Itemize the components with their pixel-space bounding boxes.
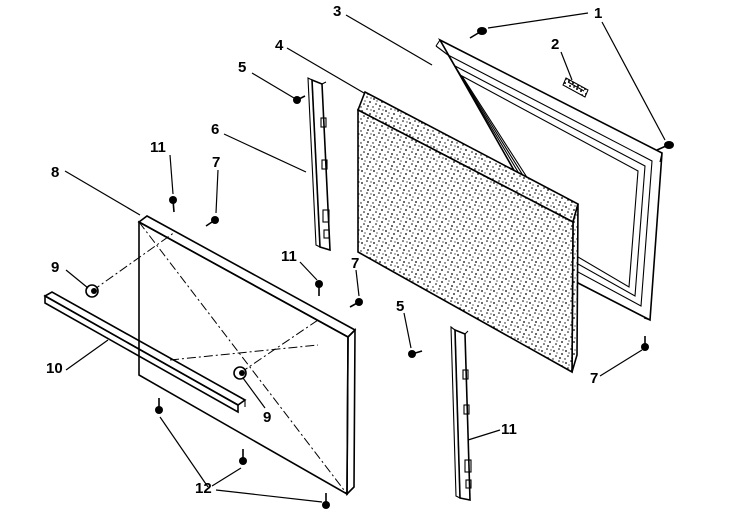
callout-11-middle: 11 [281,248,297,265]
callout-7-upper: 7 [212,154,220,171]
callout-8: 8 [51,164,59,181]
callout-3: 3 [333,3,341,20]
screw-12-right [322,493,330,509]
callout-1: 1 [594,5,602,22]
outer-door-panel [91,215,357,496]
screw-7-lower [641,336,649,351]
screw-1-right [656,141,674,151]
leader-lines [64,12,666,503]
insulation-pad [356,90,579,374]
callout-12: 12 [195,480,212,497]
upper-hinge-bracket [307,77,331,252]
bumper-9-upper [85,284,99,298]
callout-9-upper: 9 [51,259,59,276]
screw-5-lower [408,350,423,358]
callout-2: 2 [551,36,559,53]
callout-10: 10 [46,360,63,377]
callout-4: 4 [275,37,284,54]
callout-7-lower: 7 [590,370,598,387]
callout-9-lower: 9 [263,409,271,426]
bumper-9-lower [233,366,247,380]
screw-1-top [469,27,487,39]
callout-5-lower: 5 [396,298,404,315]
callout-6: 6 [211,121,219,138]
callout-7-middle: 7 [351,255,359,272]
callout-labels: 1 2 3 4 5 6 11 7 8 9 10 11 7 5 9 11 12 7 [46,3,602,497]
screws [85,27,674,509]
callout-11-upper: 11 [150,139,166,156]
screw-12-left [155,398,163,414]
screw-5-upper [293,95,306,104]
lower-hinge-bracket [450,325,472,501]
vent-grille [562,77,589,98]
screw-12-middle [239,449,247,465]
door-handle [43,291,247,414]
callout-11-lower: 11 [501,421,517,438]
screw-11-middle [315,280,323,296]
callout-5-upper: 5 [238,59,246,76]
screw-7-upper [205,216,219,227]
screw-11-upper [169,196,177,213]
screw-7-middle [349,298,363,308]
